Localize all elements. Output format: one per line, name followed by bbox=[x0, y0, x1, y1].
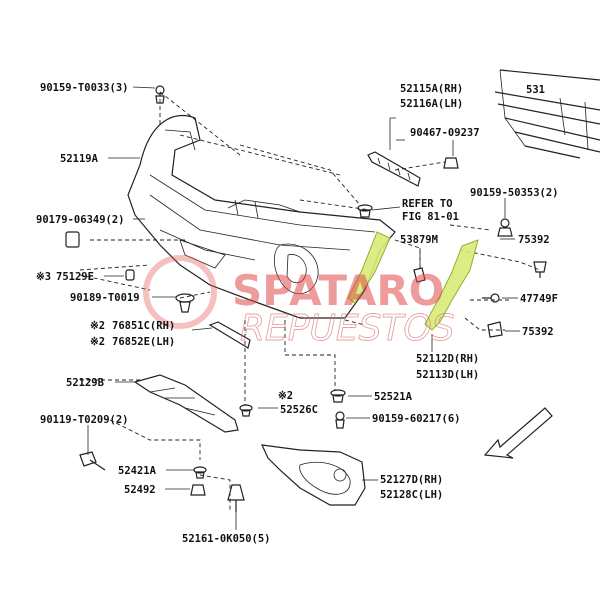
label-90179-06349: 90179-06349(2) bbox=[36, 214, 125, 226]
arrow-down-left-icon bbox=[483, 407, 553, 459]
clip-icon bbox=[125, 269, 135, 281]
label-531: 531 bbox=[526, 84, 545, 96]
label-fig-81-01: FIG 81-01 bbox=[402, 211, 459, 223]
label-mark-2a: ※2 bbox=[90, 320, 105, 332]
label-90467-09237: 90467-09237 bbox=[410, 127, 480, 139]
bolt-icon bbox=[482, 293, 500, 303]
label-52115a: 52115A(RH) bbox=[400, 83, 463, 95]
part-labels: 90159-T0033(3) 52119A 90179-06349(2) ※3 … bbox=[36, 82, 559, 545]
label-52492: 52492 bbox=[124, 484, 156, 496]
label-52112d: 52112D(RH) bbox=[416, 353, 479, 365]
fasteners bbox=[65, 85, 547, 512]
clip-icon bbox=[175, 293, 195, 313]
bolt-icon bbox=[335, 411, 345, 429]
bolt-icon bbox=[497, 218, 513, 237]
grille-part bbox=[494, 69, 600, 159]
label-90189-t0019: 90189-T0019 bbox=[70, 292, 140, 304]
label-52127d: 52127D(RH) bbox=[380, 474, 443, 486]
label-75392-upper: 75392 bbox=[518, 234, 550, 246]
label-75392-lower: 75392 bbox=[522, 326, 554, 338]
clip-icon bbox=[227, 484, 245, 512]
fog-bezel-part bbox=[260, 444, 366, 506]
clip-icon bbox=[487, 321, 503, 338]
clip-icon bbox=[413, 267, 426, 283]
label-90159-50353: 90159-50353(2) bbox=[470, 187, 559, 199]
label-90159-t0033: 90159-T0033(3) bbox=[40, 82, 129, 94]
label-47749f: 47749F bbox=[520, 293, 558, 305]
clip-icon bbox=[239, 404, 253, 417]
label-90159-60217: 90159-60217(6) bbox=[372, 413, 461, 425]
clip-icon bbox=[330, 389, 346, 403]
nut-icon bbox=[65, 231, 80, 248]
leader-lines bbox=[87, 86, 520, 530]
label-76852e: 76852E(LH) bbox=[112, 336, 175, 348]
bolt-icon bbox=[79, 451, 106, 471]
clip-icon bbox=[533, 261, 547, 278]
label-53879m: 53879M bbox=[400, 234, 438, 246]
label-mark-2c: ※2 bbox=[278, 390, 293, 402]
label-52421a: 52421A bbox=[118, 465, 157, 477]
retainer-lh-highlight bbox=[424, 239, 479, 331]
clip-icon bbox=[443, 157, 459, 169]
watermark-sub: REPUESTOS bbox=[240, 308, 455, 349]
label-52129b: 52129B bbox=[66, 377, 104, 389]
label-mark-3: ※3 bbox=[36, 271, 51, 283]
label-75129e: 75129E bbox=[56, 271, 94, 283]
label-52113d: 52113D(LH) bbox=[416, 369, 479, 381]
label-52119a: 52119A bbox=[60, 153, 99, 165]
clip-icon bbox=[190, 484, 206, 496]
watermark: SPATARO REPUESTOS bbox=[143, 255, 455, 349]
label-52161-0k050: 52161-0K050(5) bbox=[182, 533, 271, 545]
upper-bracket-part bbox=[367, 117, 421, 187]
watermark-brand: SPATARO bbox=[232, 266, 444, 315]
label-52116a: 52116A(LH) bbox=[400, 98, 463, 110]
retainer-rh-highlight bbox=[347, 231, 391, 304]
bolt-icon bbox=[155, 85, 165, 104]
label-52128c: 52128C(LH) bbox=[380, 489, 443, 501]
label-52521a: 52521A bbox=[374, 391, 413, 403]
clip-icon bbox=[193, 466, 207, 479]
lower-spoiler-part bbox=[133, 374, 239, 433]
clip-icon bbox=[357, 204, 373, 218]
label-76851c: 76851C(RH) bbox=[112, 320, 175, 332]
side-trim-part bbox=[208, 321, 251, 349]
label-refer-to: REFER TO bbox=[402, 198, 453, 210]
label-mark-2b: ※2 bbox=[90, 336, 105, 348]
label-90119-t0209: 90119-T0209(2) bbox=[40, 414, 129, 426]
bumper-cover bbox=[127, 114, 396, 319]
label-52526c: 52526C bbox=[280, 404, 318, 416]
